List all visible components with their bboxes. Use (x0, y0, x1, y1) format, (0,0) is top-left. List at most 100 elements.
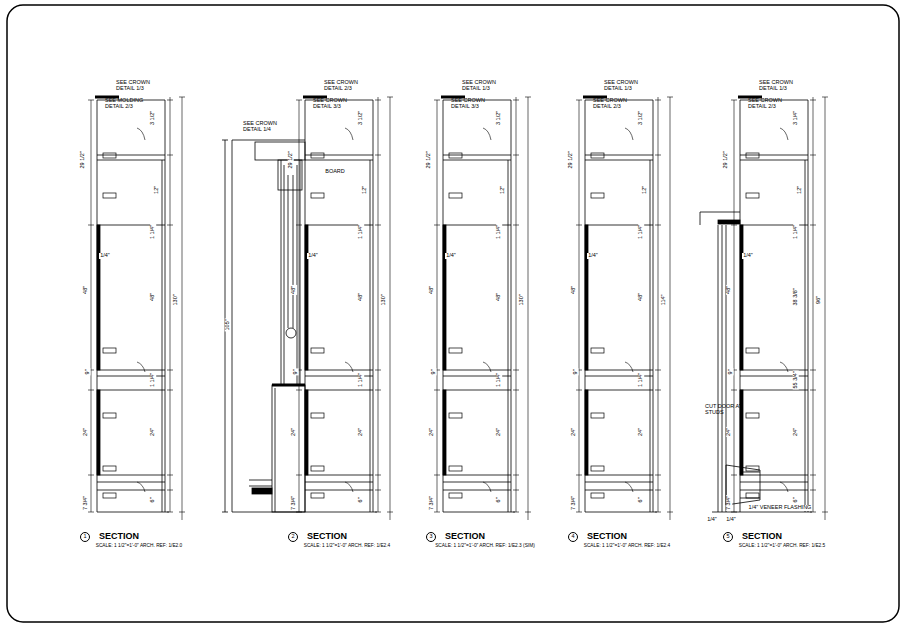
detail-note: SEE CROWN DETAIL 2/3 (323, 80, 365, 92)
dimension-text: 48" (358, 292, 364, 302)
callout-circle: 2 (288, 532, 298, 542)
callout-circle: 4 (568, 532, 578, 542)
dimension-text: 29 1/2" (288, 150, 294, 169)
scale-note: SCALE: 1 1/2"=1'-0" ARCH. REF: 1/E2.3 (S… (434, 543, 536, 548)
dimension-text: 1/4" (445, 253, 457, 259)
dimension-text: 3 1/2" (638, 110, 644, 126)
dimension-text: 9" (573, 368, 579, 375)
detail-note: SEE CROWN DETAIL 1/3 (603, 80, 645, 92)
callout-number: 5 (726, 534, 729, 540)
dimension-text: 24" (358, 427, 364, 437)
dimension-text: 38 3/8" (793, 287, 799, 306)
dimension-text: 48" (726, 285, 732, 295)
dimension-text: 24" (83, 427, 89, 437)
dimension-text: 1/4" (725, 517, 737, 523)
dimension-text: 9" (728, 368, 734, 375)
dimension-text: 1 1/4" (358, 224, 364, 240)
sheet-border (7, 5, 899, 622)
dimension-text: 1 1/4" (150, 372, 156, 388)
dimension-text: 29 1/2" (723, 150, 729, 169)
callout-circle: 1 (80, 532, 90, 542)
dimension-text: 1/4" (742, 253, 754, 259)
dimension-text: 1 1/4" (793, 224, 799, 240)
dimension-text: 24" (571, 427, 577, 437)
dimension-text: 9" (431, 368, 437, 375)
dimension-text: 130" (519, 293, 525, 306)
dimension-text: 3 1/2" (150, 110, 156, 126)
detail-note: SEE CROWN DETAIL 2/3 (747, 98, 789, 110)
dimension-text: 48" (496, 292, 502, 302)
counter-top (272, 384, 305, 387)
dimension-text: 7 3/4" (726, 495, 732, 511)
dimension-text: 1 1/4" (638, 372, 644, 388)
header-box (255, 142, 305, 160)
dimension-text: BOARD (324, 169, 346, 175)
dimension-text: 29 1/2" (426, 150, 432, 169)
dimension-text: 96" (816, 295, 822, 305)
dimension-text: 130" (381, 293, 387, 306)
detail-note: SEE CROWN DETAIL 1/3 (115, 80, 157, 92)
detail-note: SEE CROWN DETAIL 1/3 (461, 80, 503, 92)
detail-note: CUT DOOR AT STUDS (704, 404, 746, 416)
callout-number: 3 (429, 534, 432, 540)
dimension-text: 29 1/2" (568, 150, 574, 169)
dimension-text: 6" (793, 496, 799, 503)
column-capital (286, 328, 296, 338)
dimension-text: 1/4" (307, 253, 319, 259)
dimension-text: 1/4" (587, 253, 599, 259)
dimension-text: 7 3/4" (291, 495, 297, 511)
scale-note: SCALE: 1 1/2"=1'-0" ARCH. REF: 1/E2.4 (303, 543, 392, 548)
section-title: SECTION (586, 532, 628, 541)
section-4 (576, 97, 673, 520)
dimension-text: 12" (797, 185, 803, 195)
dimension-text: 48" (150, 292, 156, 302)
dimension-text: 12" (500, 185, 506, 195)
dimension-text: 3 1/4" (793, 110, 799, 126)
wall-studs (718, 225, 726, 512)
section-2 (296, 97, 393, 520)
detail-note: SEE CROWN DETAIL 3/3 (312, 98, 354, 110)
dimension-text: 130" (173, 293, 179, 306)
dimension-text: 48" (429, 285, 435, 295)
dimension-text: 24" (726, 427, 732, 437)
dimension-text: 12" (642, 185, 648, 195)
dimension-text: 1 1/4" (496, 224, 502, 240)
dimension-text: 1 1/4" (638, 224, 644, 240)
dimension-text: 24" (291, 427, 297, 437)
detail-note: SEE CROWN DETAIL 3/3 (450, 98, 492, 110)
callout-circle: 5 (723, 532, 733, 542)
scale-note: SCALE: 1 1/2"=1'-0" ARCH. REF: 1/E2.4 (583, 543, 672, 548)
dimension-text: 1 1/4" (358, 372, 364, 388)
scale-note: SCALE: 1 1/2"=1'-0" ARCH. REF: 1/E2.0 (95, 543, 184, 548)
scale-note: SCALE: 1 1/2"=1'-0" ARCH. REF: 1/E2.5 (738, 543, 827, 548)
dimension-text: 48" (638, 292, 644, 302)
callout-number: 4 (571, 534, 574, 540)
section-title: SECTION (444, 532, 486, 541)
dimension-text: 7 3/4" (429, 495, 435, 511)
dimension-text: 24" (429, 427, 435, 437)
section-title: SECTION (306, 532, 348, 541)
section-1 (88, 97, 185, 520)
dimension-text: 1/4" VENEER FLASHING (748, 505, 813, 511)
column (281, 160, 300, 385)
callout-number: 1 (83, 534, 86, 540)
dimension-text: 12" (362, 185, 368, 195)
dimension-text: 114" (661, 294, 667, 307)
dimension-text: 6" (638, 496, 644, 503)
section-3 (434, 97, 531, 520)
section-5 (731, 97, 828, 520)
base-lines (249, 388, 275, 512)
callout-circle: 3 (426, 532, 436, 542)
dimension-text: 6" (358, 496, 364, 503)
dimension-text: 1 1/4" (496, 372, 502, 388)
soffit (700, 212, 740, 225)
detail-note: SEE MOLDING DETAIL 2/3 (104, 98, 146, 110)
soffit-band (718, 220, 740, 224)
dimension-text: 6" (150, 496, 156, 503)
dimension-text: 9" (85, 368, 91, 375)
dimension-text: 105" (225, 318, 231, 331)
dimension-text: 1/4" (706, 517, 718, 523)
dimension-text: 24" (150, 427, 156, 437)
section-title: SECTION (741, 532, 783, 541)
